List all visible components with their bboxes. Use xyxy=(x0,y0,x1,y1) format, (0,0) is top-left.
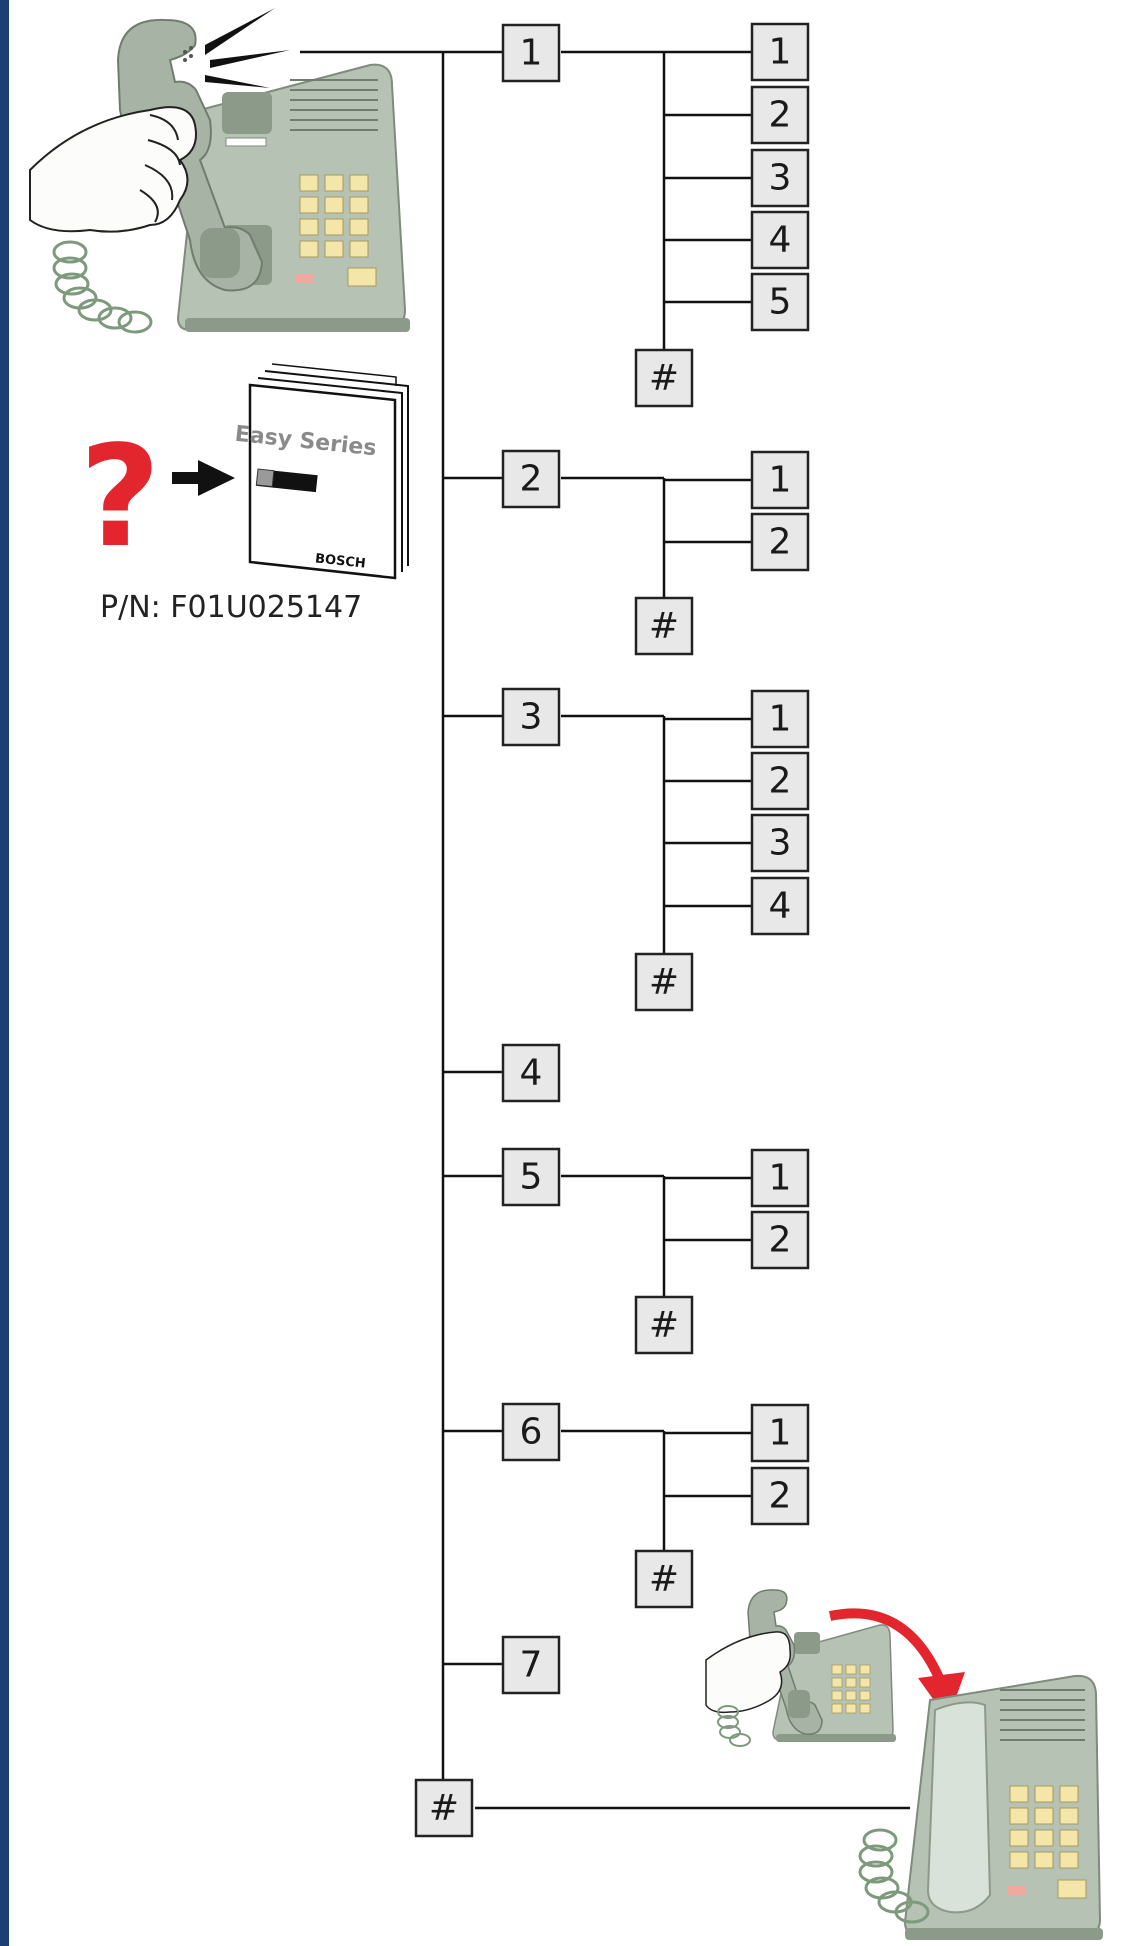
svg-text:#: # xyxy=(649,1559,679,1600)
svg-text:3: 3 xyxy=(520,697,543,738)
svg-text:4: 4 xyxy=(520,1053,543,1094)
submenu-3-hash: # xyxy=(634,952,694,1012)
svg-text:#: # xyxy=(649,1305,679,1346)
submenu-5-hash: # xyxy=(634,1295,694,1355)
svg-text:2: 2 xyxy=(769,1476,792,1517)
telephone-offhook-icon xyxy=(29,8,410,334)
submenu-2-key-2: 2 xyxy=(750,512,810,572)
submenu-1-hash: # xyxy=(634,348,694,408)
svg-text:1: 1 xyxy=(520,33,543,74)
menu-key-3: 3 xyxy=(501,687,561,747)
menu-key-2: 2 xyxy=(501,449,561,509)
hangup-telephone-icon xyxy=(858,1674,1103,1940)
submenu-6-key-2: 2 xyxy=(750,1466,810,1526)
menu-key-7: 7 xyxy=(501,1635,561,1695)
menu-key-4: 4 xyxy=(501,1043,561,1103)
menu-key-6: 6 xyxy=(501,1402,561,1462)
submenu-6-key-1: 1 xyxy=(750,1403,810,1463)
svg-text:5: 5 xyxy=(520,1157,543,1198)
submenu-3-key-1: 1 xyxy=(750,689,810,749)
submenu-1-key-3: 3 xyxy=(750,148,810,208)
svg-text:1: 1 xyxy=(769,1158,792,1199)
menu-boxes: 1 2 3 4 5 6 7 1 2 3 4 5 # 1 2 # 1 2 3 4 … xyxy=(414,22,810,1838)
submenu-2-hash: # xyxy=(634,596,694,656)
svg-text:4: 4 xyxy=(769,220,792,261)
menu-key-1: 1 xyxy=(501,23,561,83)
submenu-2-key-1: 1 xyxy=(750,450,810,510)
svg-text:2: 2 xyxy=(769,761,792,802)
svg-text:5: 5 xyxy=(769,282,792,323)
root-hash-key: # xyxy=(414,1778,474,1838)
svg-text:1: 1 xyxy=(769,32,792,73)
submenu-1-key-5: 5 xyxy=(750,272,810,332)
svg-text:3: 3 xyxy=(769,158,792,199)
submenu-1-key-4: 4 xyxy=(750,210,810,270)
question-mark-glyph: ? xyxy=(79,416,160,579)
submenu-3-key-4: 4 xyxy=(750,876,810,936)
arrow-right-icon xyxy=(172,460,235,496)
svg-text:3: 3 xyxy=(769,823,792,864)
submenu-5-key-2: 2 xyxy=(750,1210,810,1270)
svg-text:1: 1 xyxy=(769,1413,792,1454)
svg-text:#: # xyxy=(649,358,679,399)
submenu-1-key-2: 2 xyxy=(750,85,810,145)
menu-key-5: 5 xyxy=(501,1147,561,1207)
svg-text:1: 1 xyxy=(769,460,792,501)
manual-brand: BOSCH xyxy=(314,551,366,571)
menu-tree-lines xyxy=(300,50,910,1810)
svg-text:6: 6 xyxy=(520,1412,543,1453)
svg-text:1: 1 xyxy=(769,699,792,740)
manual-book-icon: Easy Series BOSCH xyxy=(234,363,409,580)
submenu-3-key-3: 3 xyxy=(750,813,810,873)
hangup-arrow-icon xyxy=(828,1608,965,1720)
question-mark-icon: ? xyxy=(79,416,160,579)
left-border-stripe xyxy=(0,0,9,1946)
svg-text:2: 2 xyxy=(520,459,543,500)
svg-text:#: # xyxy=(649,962,679,1003)
svg-text:#: # xyxy=(649,606,679,647)
submenu-6-hash: # xyxy=(634,1549,694,1609)
submenu-5-key-1: 1 xyxy=(750,1148,810,1208)
svg-text:7: 7 xyxy=(520,1645,543,1686)
manual-part-number: P/N: F01U025147 xyxy=(100,590,363,625)
svg-text:2: 2 xyxy=(769,522,792,563)
submenu-1-key-1: 1 xyxy=(750,22,810,82)
svg-text:2: 2 xyxy=(769,95,792,136)
svg-text:4: 4 xyxy=(769,886,792,927)
small-telephone-icon xyxy=(705,1589,896,1747)
submenu-3-key-2: 2 xyxy=(750,751,810,811)
svg-text:2: 2 xyxy=(769,1220,792,1261)
svg-text:#: # xyxy=(429,1788,459,1829)
